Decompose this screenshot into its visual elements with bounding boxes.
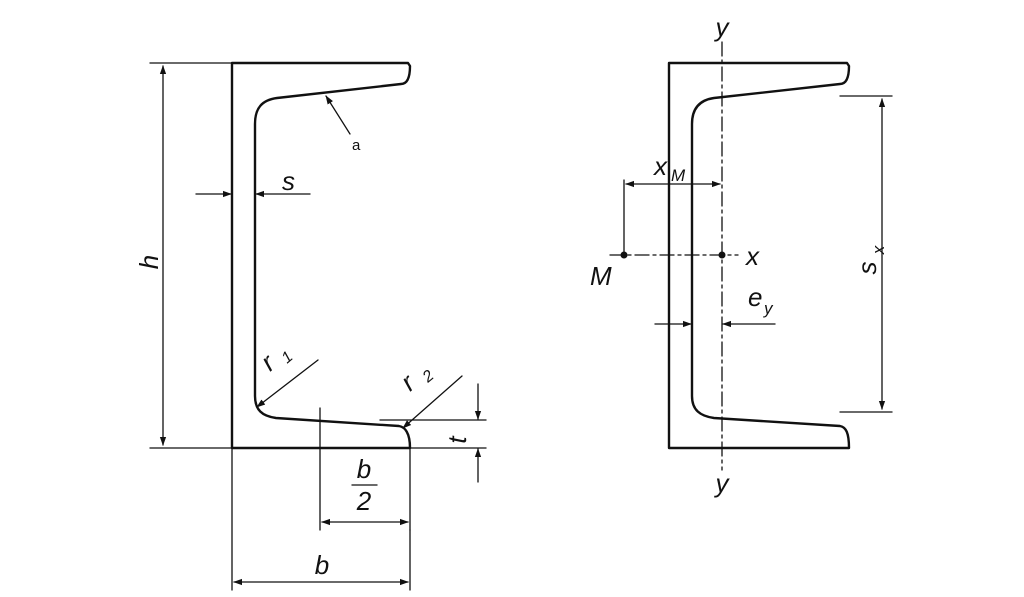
left-channel-figure: h s a r 1 r 2 t b 2 b [134, 61, 487, 591]
centroid-point [718, 251, 726, 259]
r1-leader [256, 359, 319, 408]
y-axis-label-top: y [714, 12, 731, 42]
sx-label-main: s [852, 262, 882, 275]
r1-label-sub: 1 [279, 348, 297, 367]
shear-center-label: M [590, 261, 612, 291]
right-channel-figure: y y x M x M e y s x [590, 12, 893, 498]
ey-label-sub: y [763, 299, 774, 318]
b-half-denominator: 2 [356, 486, 372, 516]
right-channel-outline [667, 61, 851, 450]
r2-label-main: r [395, 367, 422, 396]
x-axis-label: x [744, 241, 760, 271]
sx-label-sub: x [869, 245, 888, 255]
s-label: s [282, 166, 295, 196]
h-label: h [134, 255, 164, 269]
b-half-numerator: b [357, 454, 371, 484]
a-label: a [352, 137, 361, 154]
left-channel-outline [230, 61, 412, 450]
r2-label-sub: 2 [419, 367, 438, 386]
ey-label-main: e [748, 282, 762, 312]
a-leader [325, 95, 351, 135]
xm-label-sub: M [671, 166, 686, 185]
r2-leader [402, 375, 463, 429]
y-axis-label-bottom: y [714, 468, 731, 498]
xm-label-main: x [652, 151, 668, 181]
b-label: b [315, 550, 329, 580]
t-label: t [442, 435, 472, 444]
r1-label-main: r [255, 347, 282, 376]
